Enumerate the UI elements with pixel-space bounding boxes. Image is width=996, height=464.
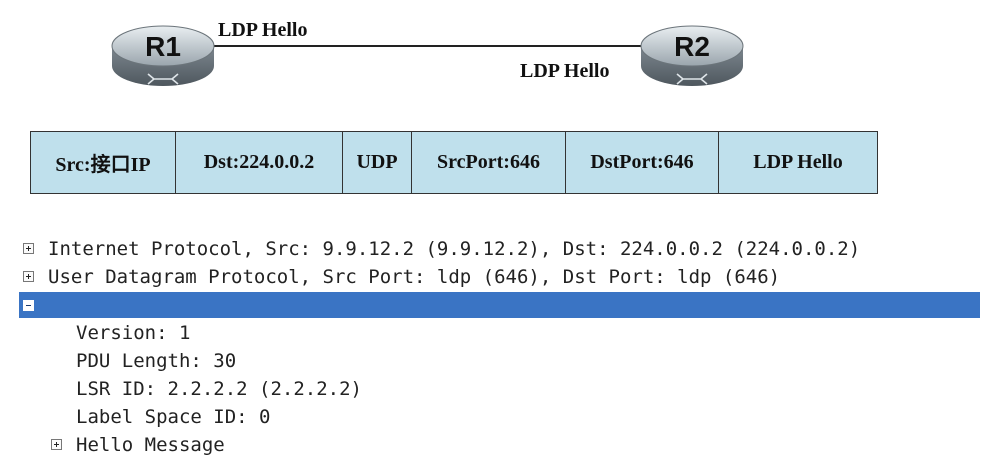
expand-hello-icon[interactable] xyxy=(51,439,62,450)
ldp-hello-label-r1: LDP Hello xyxy=(218,19,308,41)
ldp-hello-label-r2: LDP Hello xyxy=(520,60,610,82)
field-dst-port: DstPort:646 xyxy=(566,132,719,193)
router-r1-label: R1 xyxy=(145,31,181,62)
router-r1-icon xyxy=(111,25,215,86)
tree-row-lsr-id[interactable]: LSR ID: 2.2.2.2 (2.2.2.2) xyxy=(76,378,362,400)
router-r2-label: R2 xyxy=(674,31,710,62)
field-src-port: SrcPort:646 xyxy=(412,132,566,193)
expand-ip-icon[interactable] xyxy=(23,243,34,254)
field-ldp-hello: LDP Hello xyxy=(753,151,843,173)
field-src-ip: Src:接口IP xyxy=(31,132,176,193)
tree-row-version[interactable]: Version: 1 xyxy=(76,322,191,344)
tree-row-hello[interactable]: Hello Message xyxy=(76,434,225,456)
topology-svg: R1 R2 xyxy=(111,25,744,86)
expand-udp-icon[interactable] xyxy=(23,271,34,282)
tree-row-label-space[interactable]: Label Space ID: 0 xyxy=(76,406,271,428)
packet-header-table: Src:接口IP Dst:224.0.0.2 UDP SrcPort:646 D… xyxy=(30,131,878,194)
tree-row-ip[interactable]: Internet Protocol, Src: 9.9.12.2 (9.9.12… xyxy=(48,238,861,260)
tree-row-udp[interactable]: User Datagram Protocol, Src Port: ldp (6… xyxy=(48,266,781,288)
tree-row-ldp[interactable]: Label Distribution Protocol xyxy=(19,292,980,368)
collapse-ldp-icon[interactable] xyxy=(23,300,34,311)
field-dst-ip: Dst:224.0.0.2 xyxy=(176,132,343,193)
router-r2-icon xyxy=(640,25,744,86)
field-udp: UDP xyxy=(343,132,412,193)
tree-row-pdu-length[interactable]: PDU Length: 30 xyxy=(76,350,237,372)
tree-row-ldp-label: Label Distribution Protocol xyxy=(93,346,403,368)
topology-diagram: R1 R2 LDP Hello LDP Hello xyxy=(0,0,996,130)
